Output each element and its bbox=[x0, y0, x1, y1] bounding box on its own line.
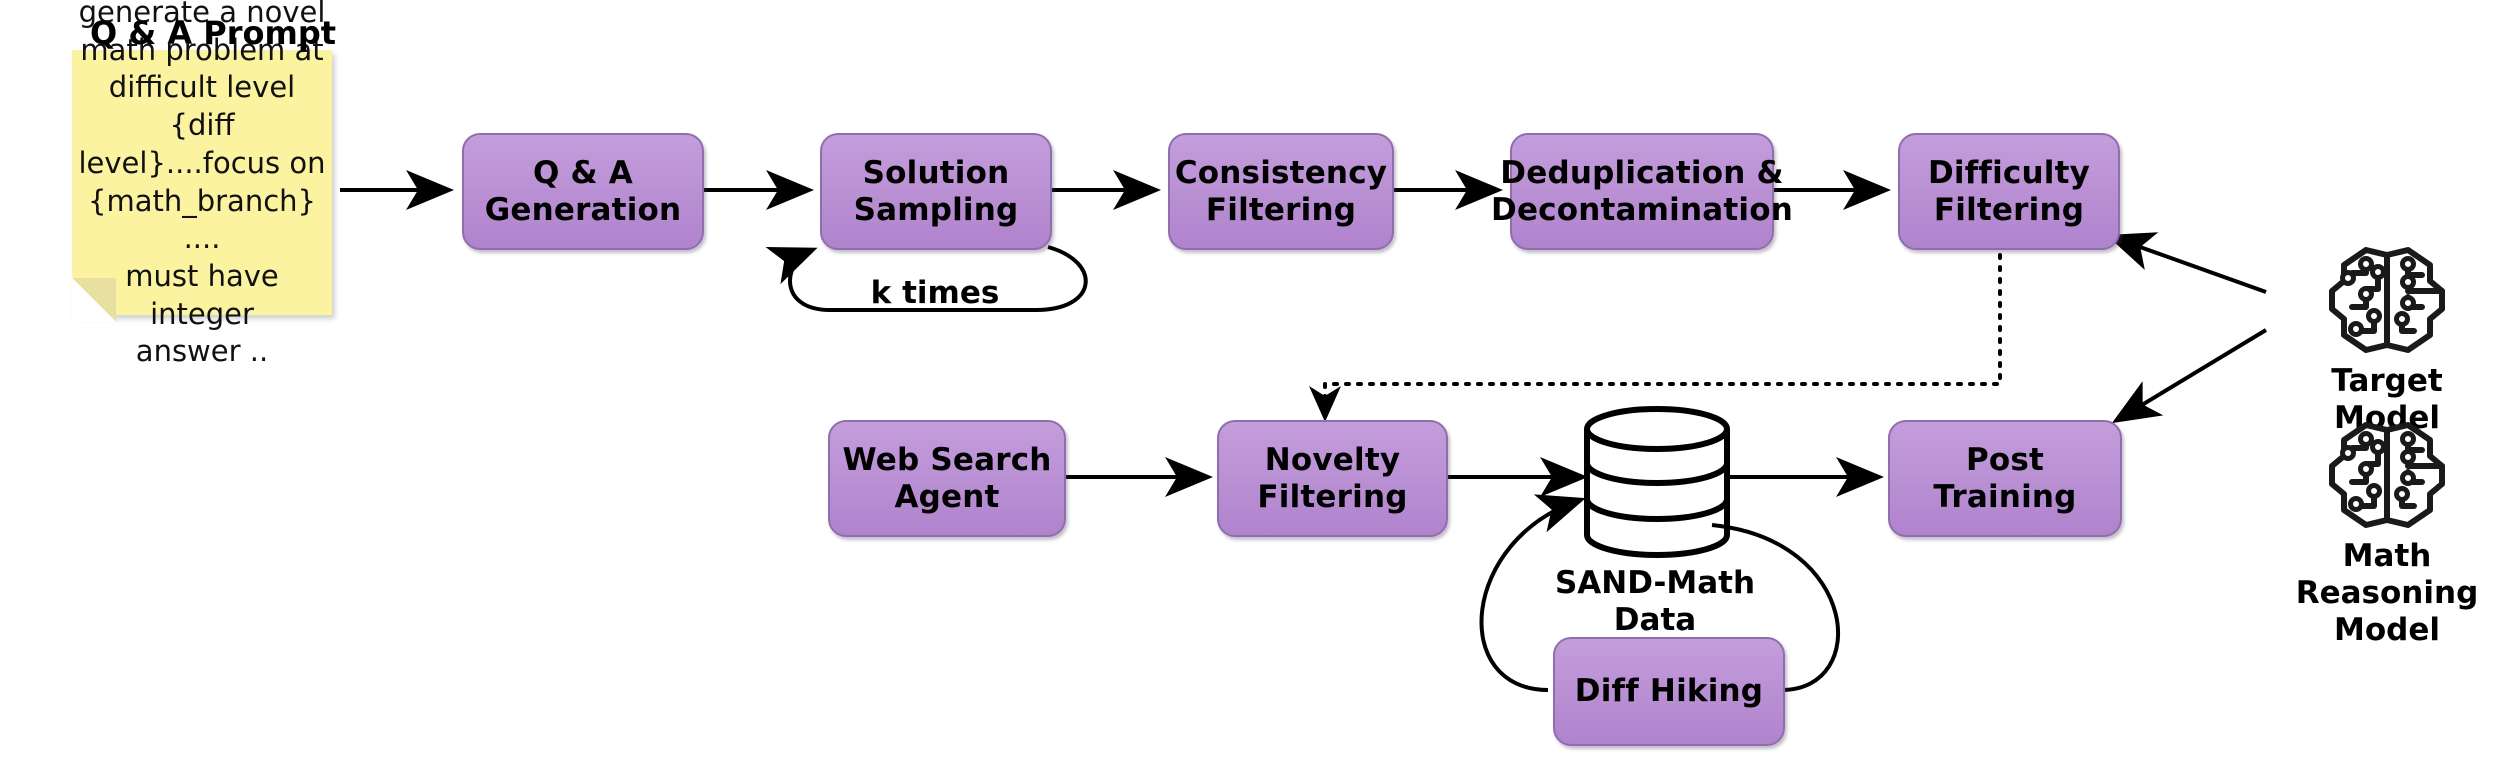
node-diff-hiking[interactable]: Diff Hiking bbox=[1553, 637, 1785, 746]
edge-target-model-to-difficulty bbox=[2106, 232, 2267, 294]
node-solution-sampling-label: Solution Sampling bbox=[853, 154, 1019, 228]
math-reasoning-model-label: Math Reasoning Model bbox=[2295, 538, 2479, 649]
node-dedup-decontamination-label: Deduplication & Decontamination bbox=[1491, 154, 1793, 228]
node-consistency-filtering[interactable]: Consistency Filtering bbox=[1168, 133, 1394, 250]
node-web-search-agent[interactable]: Web Search Agent bbox=[828, 420, 1066, 537]
node-qa-generation-label: Q & A Generation bbox=[484, 154, 682, 228]
math-reasoning-model: Math Reasoning Model bbox=[2282, 420, 2492, 650]
edge-difficulty-to-novelty-dotted bbox=[1309, 241, 2002, 422]
brain-circuit-icon bbox=[2326, 420, 2448, 530]
brain-circuit-icon bbox=[2326, 245, 2448, 355]
node-novelty-filtering[interactable]: Novelty Filtering bbox=[1217, 420, 1448, 537]
node-solution-sampling[interactable]: Solution Sampling bbox=[820, 133, 1052, 250]
node-consistency-filtering-label: Consistency Filtering bbox=[1174, 154, 1388, 228]
node-post-training[interactable]: Post Training bbox=[1888, 420, 2122, 537]
node-novelty-filtering-label: Novelty Filtering bbox=[1257, 441, 1408, 515]
edge-target-model-to-post-training bbox=[2111, 328, 2268, 424]
prompt-note: generate a novel math problem at difficu… bbox=[72, 0, 332, 368]
k-times-label: k times bbox=[870, 275, 1000, 311]
database-cylinder-icon bbox=[1580, 405, 1735, 569]
sand-math-data-label: SAND-Math Data bbox=[1554, 565, 1756, 639]
node-dedup-decontamination[interactable]: Deduplication & Decontamination bbox=[1491, 133, 1793, 250]
node-web-search-agent-label: Web Search Agent bbox=[842, 441, 1052, 515]
sticky-note-fold-icon bbox=[72, 278, 116, 322]
node-qa-generation[interactable]: Q & A Generation bbox=[462, 133, 704, 250]
node-diff-hiking-label: Diff Hiking bbox=[1574, 673, 1764, 710]
prompt-note-text: generate a novel math problem at difficu… bbox=[78, 0, 326, 369]
target-model: Target Model bbox=[2282, 245, 2492, 437]
node-difficulty-filtering-label: Difficulty Filtering bbox=[1927, 154, 2091, 228]
prompt-note-title: Q & A Prompt bbox=[90, 14, 337, 52]
node-difficulty-filtering[interactable]: Difficulty Filtering bbox=[1898, 133, 2120, 250]
node-post-training-label: Post Training bbox=[1933, 441, 2077, 515]
